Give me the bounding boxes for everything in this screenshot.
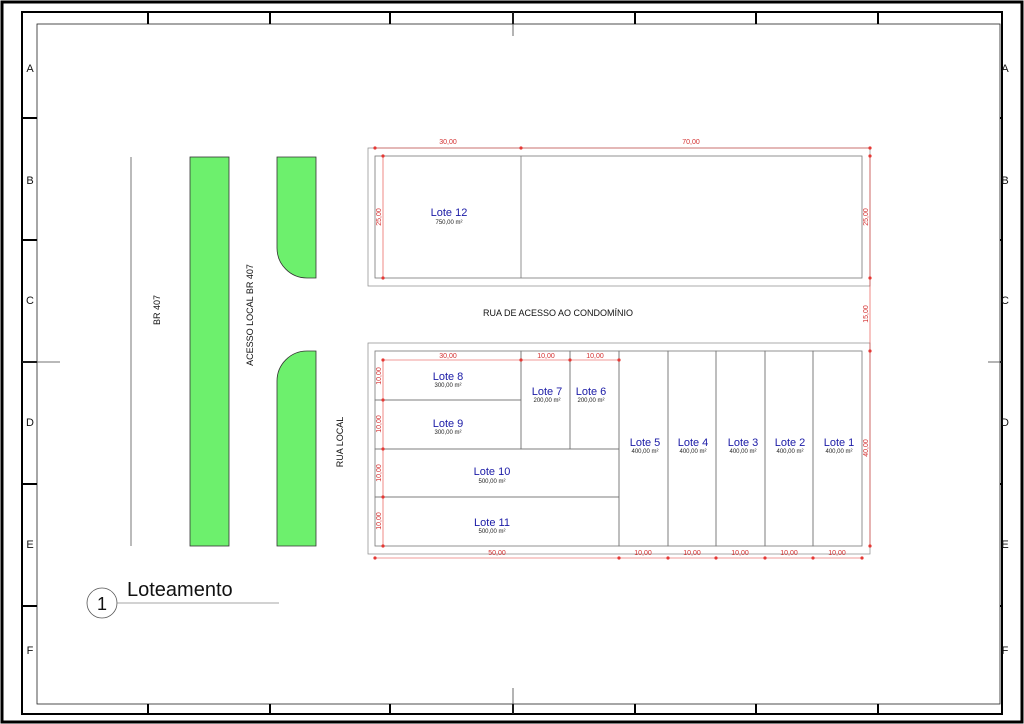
lot-2-area: 400,00 m² — [776, 449, 803, 455]
drawing-title: 1 Loteamento — [86, 579, 279, 619]
lot-5-name: Lote 5 — [630, 437, 661, 449]
lot-7-area: 200,00 m² — [533, 398, 560, 404]
lot-12-area: 750,00 m² — [435, 220, 462, 226]
dim-dot — [811, 556, 815, 560]
dim-dot — [381, 398, 385, 402]
dim-bottom-seg-1: 10,00 — [634, 550, 652, 557]
dim-dot — [617, 358, 621, 362]
lot-5-area: 400,00 m² — [631, 449, 658, 455]
grid-letter-b: B — [1001, 175, 1008, 187]
green-island-upper — [276, 156, 317, 279]
dim-top-left: 30,00 — [439, 139, 457, 146]
dim-left-row-1: 10,00 — [376, 367, 383, 385]
local-road-label: RUA LOCAL — [335, 417, 345, 468]
dim-dot — [373, 556, 377, 560]
grid-letter-a: A — [1001, 63, 1009, 75]
dim-dot — [868, 544, 872, 548]
dim-dot — [381, 276, 385, 280]
lot-4-area: 400,00 m² — [679, 449, 706, 455]
grid-letter-f: F — [1002, 645, 1009, 657]
dim-dot — [868, 349, 872, 353]
grid-letter-c: C — [1001, 295, 1009, 307]
dim-dot — [373, 146, 377, 150]
dim-dot — [860, 556, 864, 560]
dim-lower-top-mid1: 10,00 — [537, 353, 555, 360]
dim-dot — [381, 154, 385, 158]
dim-top-right: 70,00 — [682, 139, 700, 146]
title-number: 1 — [97, 594, 107, 614]
condo-road-label: RUA DE ACESSO AO CONDOMÍNIO — [483, 308, 633, 318]
grid-letter-f: F — [27, 645, 34, 657]
grid-letter-d: D — [26, 417, 34, 429]
dim-lower-top-left: 30,00 — [439, 353, 457, 360]
dim-upper-right-side: 25,00 — [863, 208, 870, 226]
lot-6-name: Lote 6 — [576, 386, 607, 398]
dim-bottom-seg-3: 10,00 — [731, 550, 749, 557]
lot-1-name: Lote 1 — [824, 437, 855, 449]
lower-lot-boundaries — [374, 350, 863, 547]
lot-11-name: Lote 11 — [474, 517, 510, 529]
dim-bottom-left: 50,00 — [488, 550, 506, 557]
lot-7-name: Lote 7 — [532, 386, 563, 398]
dim-dot — [568, 358, 572, 362]
dim-road-width: 15,00 — [863, 305, 870, 323]
lot-8-area: 300,00 m² — [434, 383, 461, 389]
green-median-strip — [189, 156, 230, 547]
lot-11-area: 500,00 m² — [478, 529, 505, 535]
dim-left-row-3: 10,00 — [376, 464, 383, 482]
sheet-inner-border — [21, 11, 1003, 715]
dim-dot — [666, 556, 670, 560]
lot-4-name: Lote 4 — [678, 437, 709, 449]
grid-letters: A A B B C C D D E E F F — [26, 63, 1009, 657]
grid-letter-e: E — [1001, 539, 1008, 551]
title-text: Loteamento — [127, 579, 233, 601]
dim-dot — [868, 276, 872, 280]
lot-8-name: Lote 8 — [433, 371, 464, 383]
dim-dot — [763, 556, 767, 560]
access-road-label: ACESSO LOCAL BR 407 — [245, 264, 255, 366]
dim-dot — [381, 495, 385, 499]
dim-bottom-seg-4: 10,00 — [780, 550, 798, 557]
dim-dot — [868, 154, 872, 158]
lot-3-area: 400,00 m² — [729, 449, 756, 455]
lot-labels: Lote 12 750,00 m² Lote 8 300,00 m² Lote … — [431, 207, 855, 535]
lot-3-name: Lote 3 — [728, 437, 759, 449]
dim-upper-left-side: 25,00 — [376, 208, 383, 226]
lot-1-area: 400,00 m² — [825, 449, 852, 455]
dim-bottom-seg-5: 10,00 — [828, 550, 846, 557]
highway-label: BR 407 — [152, 295, 162, 325]
dim-left-row-2: 10,00 — [376, 415, 383, 433]
dim-lower-right-side: 40,00 — [863, 439, 870, 457]
lot-9-area: 300,00 m² — [434, 430, 461, 436]
lot-12-name: Lote 12 — [431, 207, 468, 219]
dim-dot — [381, 544, 385, 548]
lot-1-boundary — [812, 350, 863, 547]
lot-12-boundary — [374, 155, 863, 279]
dim-dot — [381, 447, 385, 451]
dim-bottom-seg-2: 10,00 — [683, 550, 701, 557]
dim-dot — [714, 556, 718, 560]
dim-dot — [519, 358, 523, 362]
grid-letter-d: D — [1001, 417, 1009, 429]
lot-9-name: Lote 9 — [433, 418, 464, 430]
lot-6-area: 200,00 m² — [577, 398, 604, 404]
dim-left-row-4: 10,00 — [376, 512, 383, 530]
grid-letter-b: B — [26, 175, 33, 187]
grid-letter-e: E — [26, 539, 33, 551]
border-ticks — [22, 12, 1002, 714]
green-island-lower — [276, 350, 317, 547]
dim-dot — [617, 556, 621, 560]
lot-10-area: 500,00 m² — [478, 479, 505, 485]
lot-10-name: Lote 10 — [474, 466, 511, 478]
drawing-frame — [36, 23, 1001, 705]
lot-2-name: Lote 2 — [775, 437, 806, 449]
dim-lower-top-mid2: 10,00 — [586, 353, 604, 360]
grid-letter-c: C — [26, 295, 34, 307]
dim-dot — [868, 146, 872, 150]
dim-dot — [519, 146, 523, 150]
grid-letter-a: A — [26, 63, 34, 75]
dimension-lines: 30,00 70,00 25,00 25,00 15,00 40,00 30,0… — [373, 139, 872, 560]
